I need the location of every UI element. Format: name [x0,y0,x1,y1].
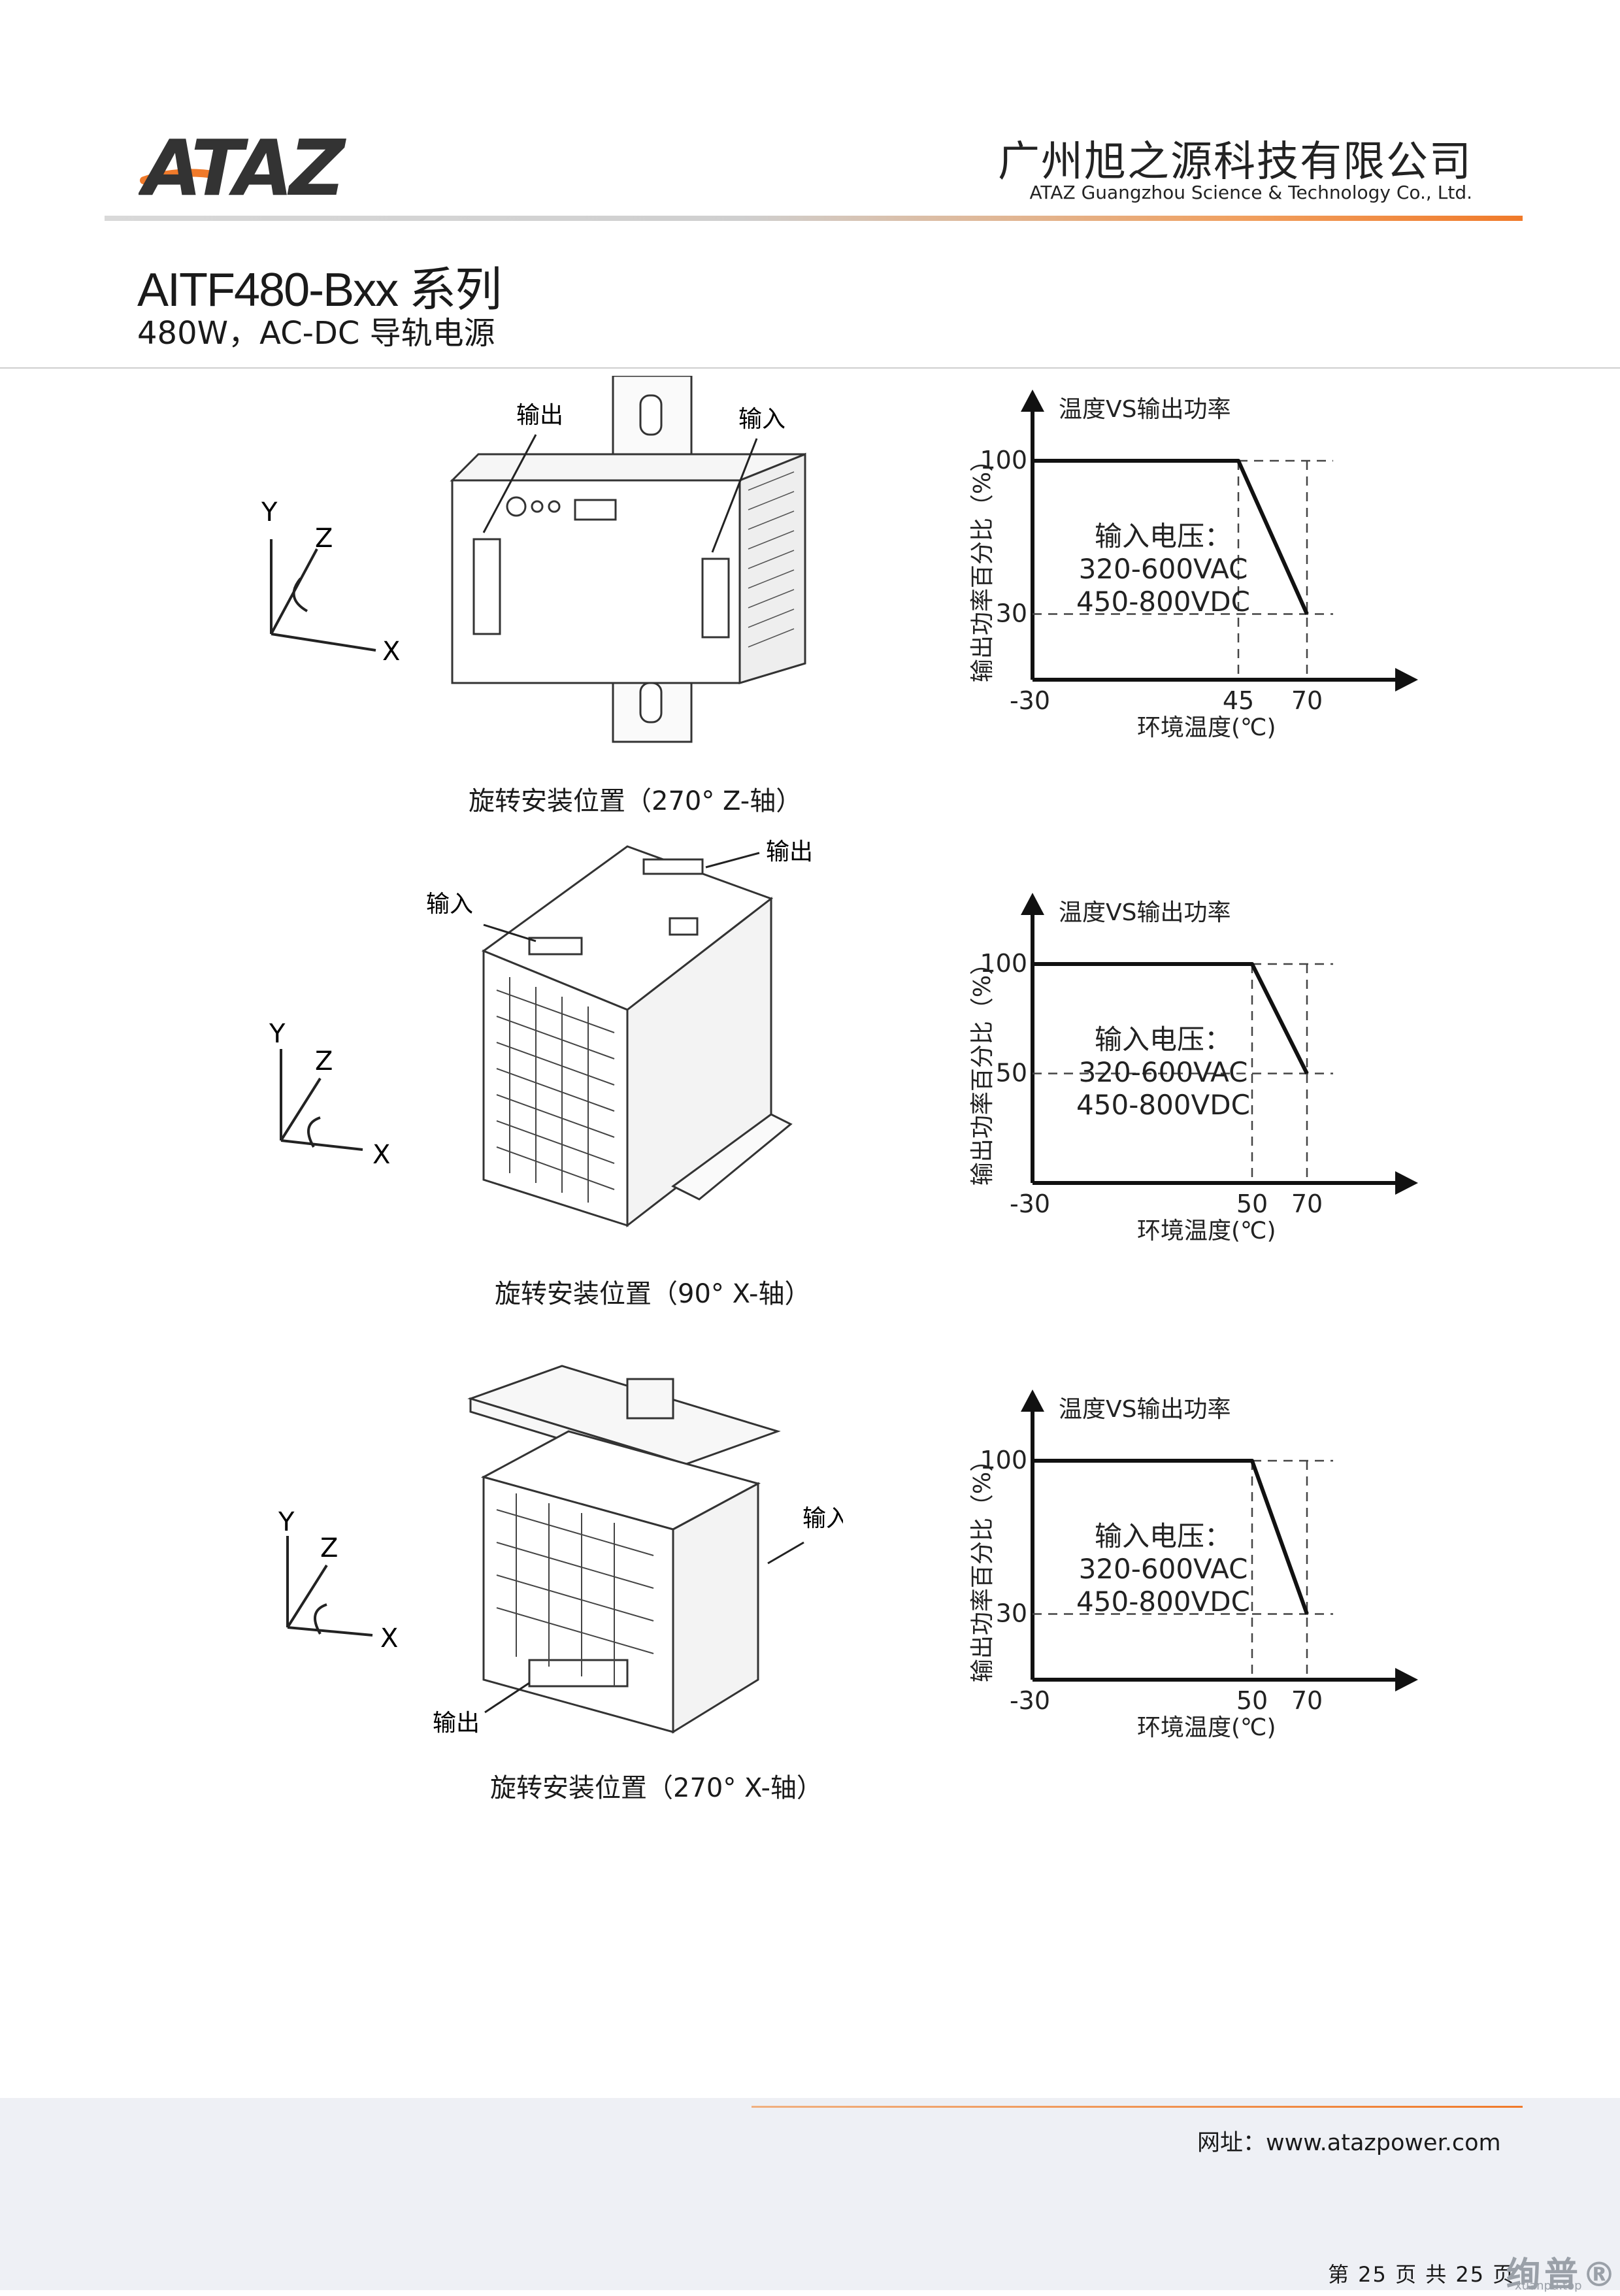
title-divider [0,367,1620,369]
footer-divider [752,2106,1523,2108]
x-tick-knee: 45 [1223,686,1254,715]
chart-xlabel: 环境温度(℃) [1137,1218,1276,1244]
inner-text-line2: 320-600VAC [1079,553,1248,585]
psu-device-3 [480,1430,761,1734]
header-divider [105,216,1523,221]
derating-curve [1033,962,1309,1074]
axis-y-label: Y [278,1507,295,1537]
axis-z-label: Z [315,1046,333,1076]
output-label: 输出 [433,1710,480,1737]
input-label: 输入 [738,406,785,433]
y-tick-top: 100 [980,1446,1027,1474]
watermark: 绚普® [1506,2255,1620,2295]
input-label: 输入 [426,891,473,918]
inner-text-line3: 450-800VDC [1076,1586,1250,1618]
chart-ylabel: 输出功率百分比（%） [969,952,996,1186]
x-tick-end: 70 [1291,1190,1323,1218]
chart-ylabel: 输出功率百分比（%） [969,448,996,682]
output-label: 输出 [516,402,563,429]
y-tick-top: 100 [980,446,1027,474]
axis-x-label: X [372,1140,390,1170]
axis-x-label: X [380,1623,398,1654]
section-3-diagram: Y Z X 输入 输出 [255,1353,850,1761]
section-2-diagram: Y Z X 输入 输出 [255,833,843,1261]
company-logo: ATAZ [137,123,361,213]
chart-title: 温度VS输出功率 [1059,899,1231,926]
x-tick-start: -30 [1010,1190,1050,1218]
x-axis-arrow [1395,668,1418,691]
derating-curve [1033,1459,1309,1615]
x-axis-arrow [1395,1171,1418,1195]
y-tick-low: 30 [996,1599,1027,1628]
company-name-cn: 广州旭之源科技有限公司 [998,138,1472,186]
x-tick-knee: 50 [1236,1686,1268,1715]
section-1-diagram: Y Z X 输出 输入 [255,374,843,771]
x-tick-end: 70 [1291,1686,1323,1715]
axis-y-label: Y [269,1019,286,1049]
y-tick-top: 100 [980,949,1027,978]
chart-xlabel: 环境温度(℃) [1137,714,1276,741]
y-tick-low: 30 [996,599,1027,628]
inner-text-line3: 450-800VDC [1076,1089,1250,1121]
logo-text: ATAZ [139,129,347,201]
watermark-sub: xuanpu.top [1515,2279,1582,2293]
page-number: 第 25 页 共 25 页 [1328,2262,1515,2287]
axis-z-label: Z [315,524,333,554]
caption-3: 旋转安装位置（270° X-轴） [490,1773,823,1803]
x-tick-start: -30 [1010,1686,1050,1715]
y-axis-arrow [1021,893,1044,915]
y-axis-arrow [1021,1389,1044,1412]
inner-text-line1: 输入电压： [1095,1023,1232,1056]
input-label: 输入 [802,1505,843,1532]
axis-triad-3 [286,1536,373,1637]
x-axis-arrow [1395,1668,1418,1691]
footer-band [0,2098,1620,2290]
inner-text-line1: 输入电压： [1095,1520,1232,1552]
caption-1: 旋转安装位置（270° Z-轴） [469,786,802,816]
vent-pattern [496,1493,654,1686]
axis-z-label: Z [320,1533,338,1563]
x-tick-start: -30 [1010,686,1050,715]
x-tick-knee: 50 [1236,1190,1268,1218]
chart-title: 温度VS输出功率 [1059,1396,1231,1423]
psu-device-1 [450,452,806,685]
chart-ylabel: 输出功率百分比（%） [969,1448,996,1682]
inner-text-line2: 320-600VAC [1079,1056,1248,1088]
product-subtitle: 480W，AC-DC 导轨电源 [137,315,495,352]
derating-chart-2: 温度VS输出功率输出功率百分比（%） 环境温度(℃) 100 50 -30 50 70 输入电… [954,889,1425,1255]
inner-text-line3: 450-800VDC [1076,586,1250,618]
axis-y-label: Y [261,497,278,527]
inner-text-line2: 320-600VAC [1079,1553,1248,1585]
caption-2: 旋转安装位置（90° X-轴） [495,1279,811,1309]
output-label: 输出 [766,839,813,865]
derating-chart-3: 温度VS输出功率输出功率百分比（%） 环境温度(℃) 100 30 -30 50 70 输入电… [954,1386,1425,1752]
company-name-en: ATAZ Guangzhou Science & Technology Co.,… [1029,182,1472,203]
y-tick-low: 50 [996,1059,1027,1088]
vent-pattern [496,977,615,1203]
derating-chart-1: 温度VS输出功率输出功率百分比（%） 环境温度(℃) 100 30 -30 45 70 输入电… [954,386,1425,752]
axis-triad-1 [270,539,376,652]
chart-title: 温度VS输出功率 [1059,396,1231,423]
website-link[interactable]: 网址：www.atazpower.com [1197,2130,1501,2156]
x-tick-end: 70 [1291,686,1323,715]
y-axis-arrow [1021,390,1044,412]
product-title: AITF480-Bxx 系列 [137,264,502,316]
derating-curve [1033,459,1309,615]
axis-x-label: X [382,637,400,667]
axis-triad-2 [280,1049,363,1151]
chart-xlabel: 环境温度(℃) [1137,1714,1276,1741]
inner-text-line1: 输入电压： [1095,520,1232,552]
psu-device-2 [481,845,793,1228]
